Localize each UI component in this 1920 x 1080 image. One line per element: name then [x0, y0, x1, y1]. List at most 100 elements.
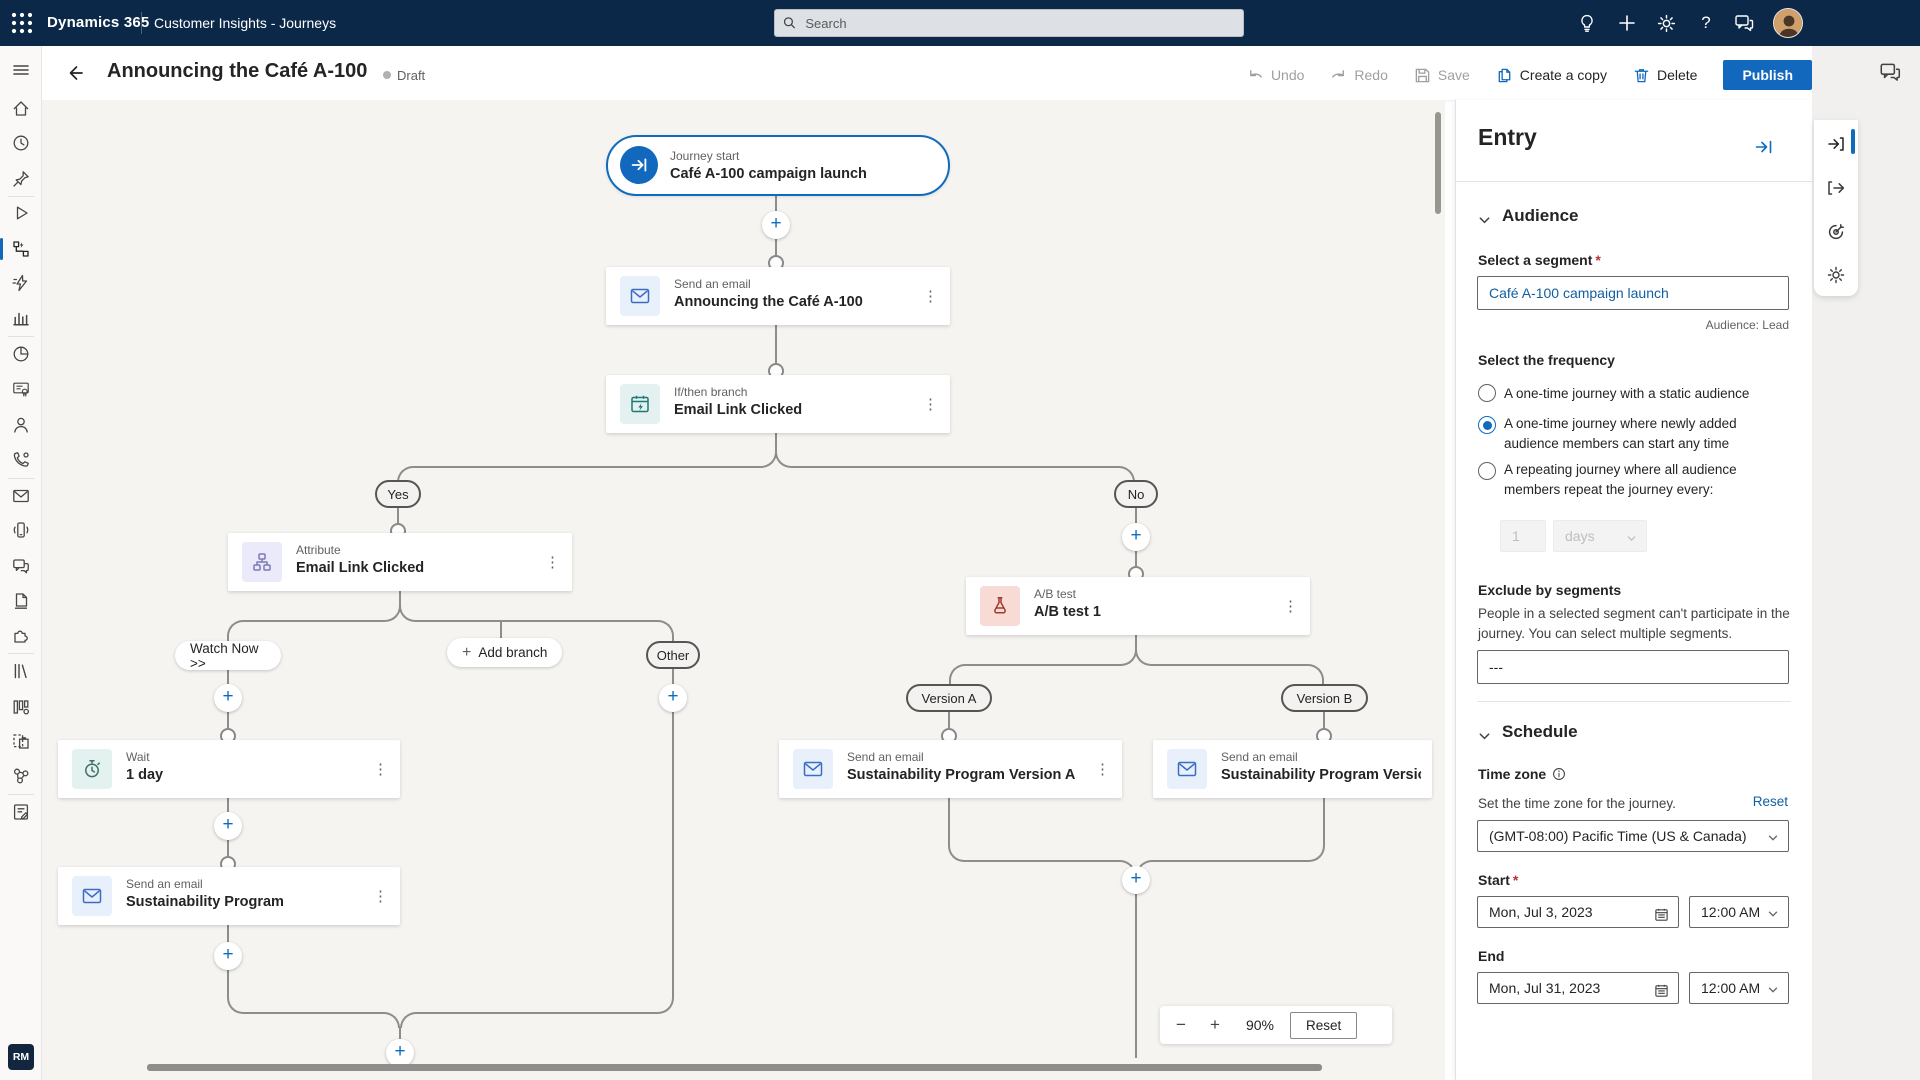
info-icon[interactable] [1552, 767, 1566, 784]
global-search[interactable] [774, 9, 1244, 37]
more-options-icon[interactable]: ⋮ [1095, 761, 1110, 778]
chevron-down-icon[interactable] [1478, 214, 1491, 227]
calls-icon[interactable] [11, 450, 31, 470]
undo-button[interactable]: Undo [1247, 67, 1304, 84]
radio-label[interactable]: A one-time journey where newly added aud… [1504, 416, 1737, 452]
entry-tab-icon[interactable] [1826, 134, 1846, 154]
zoom-out-button[interactable]: − [1166, 1011, 1196, 1039]
emails-icon[interactable] [11, 486, 31, 506]
add-step-button[interactable]: + [1122, 523, 1150, 551]
end-time-select[interactable]: 12:00 AM [1689, 972, 1789, 1004]
node-ab-test[interactable]: A/B test A/B test 1 ⋮ [966, 577, 1310, 635]
more-options-icon[interactable]: ⋮ [545, 554, 560, 571]
calendar-icon[interactable] [1654, 983, 1669, 1001]
node-attribute[interactable]: Attribute Email Link Clicked ⋮ [228, 533, 572, 591]
save-button[interactable]: Save [1414, 67, 1470, 84]
publish-button[interactable]: Publish [1723, 60, 1812, 90]
gear-icon[interactable] [1655, 12, 1677, 34]
radio-repeating[interactable] [1478, 462, 1496, 480]
waffle-icon[interactable] [10, 11, 34, 35]
library-icon[interactable] [11, 661, 31, 681]
calendar-icon[interactable] [1654, 907, 1669, 925]
add-step-button[interactable]: + [1122, 866, 1150, 894]
feedback-icon[interactable] [1733, 12, 1755, 34]
branch-pill-other[interactable]: Other [646, 641, 700, 669]
pin-icon[interactable] [11, 169, 31, 189]
contacts-icon[interactable] [11, 415, 31, 435]
add-step-button[interactable]: + [762, 211, 790, 239]
repeat-unit-select[interactable]: days [1553, 520, 1647, 552]
vertical-scrollbar[interactable] [1435, 112, 1441, 214]
add-step-button[interactable]: + [214, 684, 242, 712]
home-icon[interactable] [11, 99, 31, 119]
node-send-email[interactable]: Send an email Announcing the Café A-100 … [606, 267, 950, 325]
add-step-button[interactable]: + [214, 812, 242, 840]
branch-pill-version-a[interactable]: Version A [906, 684, 992, 712]
node-journey-start[interactable]: Journey start Café A-100 campaign launch [606, 135, 950, 196]
delete-button[interactable]: Delete [1633, 67, 1697, 84]
add-step-button[interactable]: + [386, 1039, 414, 1067]
chat-icon[interactable] [1878, 60, 1902, 84]
notes-icon[interactable] [11, 802, 31, 822]
radio-one-time-newly-added[interactable] [1478, 416, 1496, 434]
extensions-icon[interactable] [11, 625, 31, 645]
more-options-icon[interactable]: ⋮ [1283, 598, 1298, 615]
boards-icon[interactable] [11, 697, 31, 717]
analytics-icon[interactable] [11, 308, 31, 328]
text-messages-icon[interactable] [11, 556, 31, 576]
consent-icon[interactable] [11, 379, 31, 399]
add-step-button[interactable]: + [659, 684, 687, 712]
zoom-reset-button[interactable]: Reset [1290, 1011, 1358, 1039]
goal-tab-icon[interactable] [1826, 222, 1846, 242]
start-date-input[interactable]: Mon, Jul 3, 2023 [1477, 896, 1679, 928]
zoom-in-button[interactable]: + [1200, 1011, 1230, 1039]
create-copy-button[interactable]: Create a copy [1496, 67, 1607, 84]
journeys-icon[interactable] [0, 238, 31, 260]
redo-button[interactable]: Redo [1330, 67, 1388, 84]
search-input[interactable] [803, 14, 1235, 32]
push-icon[interactable] [11, 520, 31, 540]
more-options-icon[interactable]: ⋮ [923, 396, 938, 413]
radio-one-time-static[interactable] [1478, 384, 1496, 402]
add-branch-button[interactable]: +Add branch [447, 638, 563, 667]
repeat-interval-input[interactable]: 1 [1500, 520, 1546, 552]
add-icon[interactable] [1616, 12, 1638, 34]
molecule-icon[interactable] [11, 766, 31, 786]
timezone-select[interactable]: (GMT-08:00) Pacific Time (US & Canada) [1477, 820, 1789, 852]
triggers-icon[interactable] [11, 273, 31, 293]
radio-label[interactable]: A repeating journey where all audience m… [1504, 462, 1737, 498]
branch-pill-watch-now[interactable]: Watch Now >> [175, 641, 281, 671]
chevron-down-icon[interactable] [1478, 730, 1491, 743]
branch-pill-version-b[interactable]: Version B [1281, 684, 1368, 712]
node-send-email[interactable]: Send an email Sustainability Program Ver… [779, 740, 1122, 798]
forms-icon[interactable] [11, 591, 31, 611]
schedule-section-header[interactable]: Schedule [1502, 722, 1578, 741]
clipboard-icon[interactable] [11, 731, 31, 751]
node-wait[interactable]: Wait 1 day ⋮ [58, 740, 400, 798]
back-icon[interactable] [62, 60, 88, 86]
node-send-email[interactable]: Send an email Sustainability Program Ver… [1153, 740, 1432, 798]
horizontal-scrollbar[interactable] [147, 1064, 1322, 1071]
environment-badge[interactable]: RM [8, 1044, 34, 1070]
exit-tab-icon[interactable] [1826, 178, 1846, 198]
timezone-reset-link[interactable]: Reset [1752, 794, 1788, 809]
start-time-select[interactable]: 12:00 AM [1689, 896, 1789, 928]
branch-pill-no[interactable]: No [1114, 480, 1158, 508]
lightbulb-icon[interactable] [1576, 12, 1598, 34]
help-icon[interactable]: ? [1701, 13, 1711, 32]
more-options-icon[interactable]: ⋮ [923, 288, 938, 305]
segments-icon[interactable] [11, 344, 31, 364]
radio-label[interactable]: A one-time journey with a static audienc… [1504, 386, 1750, 401]
recent-icon[interactable] [11, 133, 31, 153]
brand-title[interactable]: Dynamics 365 [47, 14, 150, 31]
menu-icon[interactable] [11, 60, 31, 80]
segment-input[interactable]: Café A-100 campaign launch [1477, 276, 1789, 310]
node-ifthen-branch[interactable]: If/then branch Email Link Clicked ⋮ [606, 375, 950, 433]
audience-section-header[interactable]: Audience [1502, 206, 1579, 225]
avatar[interactable] [1773, 8, 1803, 38]
add-step-button[interactable]: + [214, 942, 242, 970]
end-date-input[interactable]: Mon, Jul 31, 2023 [1477, 972, 1679, 1004]
app-name[interactable]: Customer Insights - Journeys [154, 15, 337, 31]
collapse-panel-icon[interactable] [1753, 136, 1775, 163]
branch-pill-yes[interactable]: Yes [375, 480, 421, 508]
